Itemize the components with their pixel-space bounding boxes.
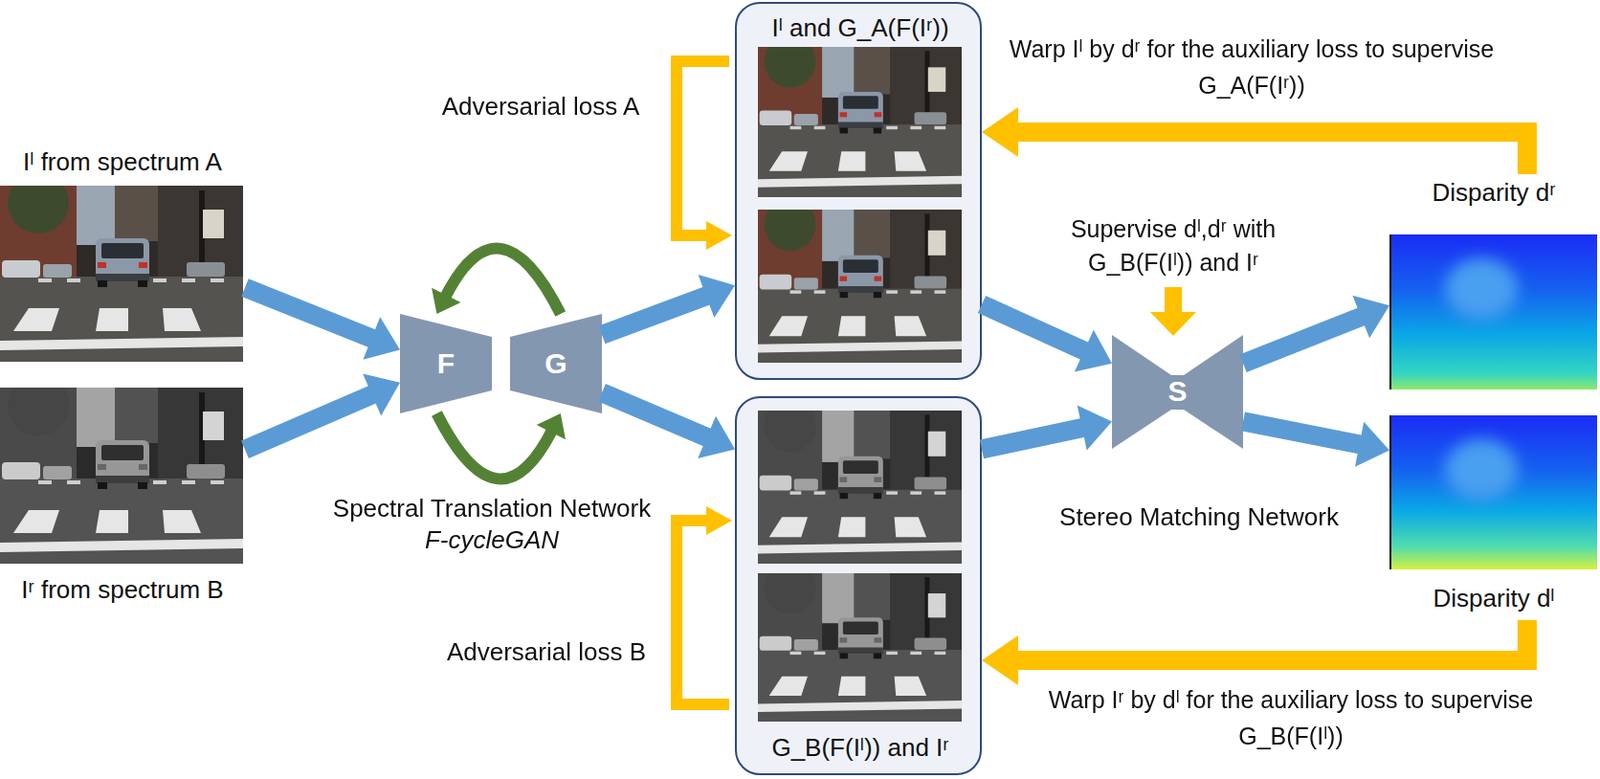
pair-photo — [757, 561, 962, 722]
supervision-note: Supervise dˡ,dʳ with G_B(F(Iˡ)) and Iʳ — [1034, 212, 1312, 280]
edge-label: Warp Iʳ by dˡ for the auxiliary loss to … — [1042, 681, 1540, 755]
image-pair-box: G_B(F(Iˡ)) and Iʳ — [734, 396, 982, 776]
cycle-arrow — [436, 413, 566, 479]
gray-photos — [0, 374, 962, 722]
disparity-edge — [1389, 234, 1392, 390]
connector-shaft — [244, 393, 377, 450]
block-letter: S — [1111, 374, 1244, 409]
bracket-head — [706, 506, 733, 535]
connector-shaft — [1243, 421, 1364, 445]
translated-photo — [757, 198, 962, 363]
block-shape — [1111, 334, 1244, 449]
disparity-car-blob — [1444, 258, 1518, 320]
data-flow-arrow — [601, 392, 735, 459]
data-flow-arrow — [244, 373, 400, 449]
disparity-edge — [1389, 415, 1392, 570]
connector-shaft — [444, 248, 561, 314]
data-flow-arrow — [981, 304, 1112, 372]
connector-shaft — [1012, 132, 1528, 175]
photo-spectrum-b — [0, 374, 244, 564]
loss-label: Adversarial loss A — [406, 91, 675, 121]
block-letter: G — [510, 346, 602, 381]
input-photo: Iˡ from spectrum A — [0, 143, 245, 362]
arrow-head — [698, 274, 735, 318]
photo-caption: Iʳ from spectrum B — [0, 575, 245, 604]
network-name: F-cycleGAN — [348, 525, 636, 555]
data-flow-arrow — [601, 274, 735, 335]
warp-loss-arrow — [981, 107, 1528, 175]
bracket-head — [706, 221, 733, 250]
network-name: Spectral Translation Network — [281, 493, 703, 523]
data-flow-arrow — [981, 405, 1112, 451]
connector-shaft — [244, 288, 377, 341]
block-shape — [510, 313, 602, 414]
disparity-map: Disparity dʳ — [1389, 174, 1599, 390]
translated-photo — [757, 399, 962, 564]
translator-block: G — [510, 313, 602, 414]
image-pair-box: Iˡ and G_A(F(Iʳ)) — [734, 1, 982, 380]
warp-loss-arrow — [981, 620, 1528, 686]
data-flow-arrow — [1243, 295, 1390, 364]
translator-block: F — [400, 313, 492, 414]
connector-shaft — [1243, 314, 1366, 364]
block-shape — [400, 313, 492, 414]
pair-heading: G_B(F(Iˡ)) and Iʳ — [736, 733, 984, 762]
disparity-car-blob — [1444, 439, 1518, 501]
arrow-head — [1352, 295, 1390, 339]
adversarial-bracket — [676, 61, 730, 236]
edge-label: Warp Iˡ by dʳ for the auxiliary loss to … — [1002, 30, 1501, 104]
arrow-head — [981, 107, 1019, 157]
disparity-image — [1389, 234, 1598, 390]
arrow-head — [362, 373, 400, 416]
connector-shaft — [981, 426, 1087, 449]
input-photo: Iʳ from spectrum B — [0, 387, 245, 618]
supervise-arrow-head — [1150, 311, 1197, 336]
arrow-head — [1355, 422, 1390, 467]
connector-shaft — [601, 294, 712, 335]
data-flow-arrow — [1243, 421, 1390, 467]
pair-photo — [757, 35, 962, 198]
map-caption: Disparity dˡ — [1389, 583, 1599, 613]
arrow-head — [1074, 330, 1112, 373]
disparity-map: Disparity dˡ — [1389, 415, 1599, 621]
disparity-image — [1389, 415, 1598, 570]
connector-shaft — [1012, 620, 1528, 661]
connector-shaft — [601, 392, 712, 440]
pair-heading: Iˡ and G_A(F(Iʳ)) — [736, 13, 984, 43]
arrow-head — [1077, 405, 1112, 451]
block-letter: F — [400, 346, 492, 381]
photo-caption: Iˡ from spectrum A — [0, 147, 245, 177]
network-name: Stereo Matching Network — [1017, 502, 1381, 532]
data-flow-arrow — [244, 288, 400, 360]
arrow-head — [981, 635, 1019, 686]
photo-spectrum-a — [0, 172, 244, 362]
arrow-head — [362, 316, 400, 360]
adversarial-bracket — [676, 520, 730, 705]
cycle-arrow — [431, 248, 561, 314]
supervise-arrow-shaft — [1164, 287, 1182, 314]
arrow-head — [536, 413, 566, 440]
arrow-head — [697, 416, 735, 459]
connector-shaft — [981, 304, 1089, 354]
connector-shaft — [436, 413, 553, 479]
loss-label: Adversarial loss B — [412, 637, 681, 667]
stereo-block: S — [1111, 334, 1244, 449]
arrow-head — [431, 288, 461, 314]
map-caption: Disparity dʳ — [1389, 177, 1599, 207]
